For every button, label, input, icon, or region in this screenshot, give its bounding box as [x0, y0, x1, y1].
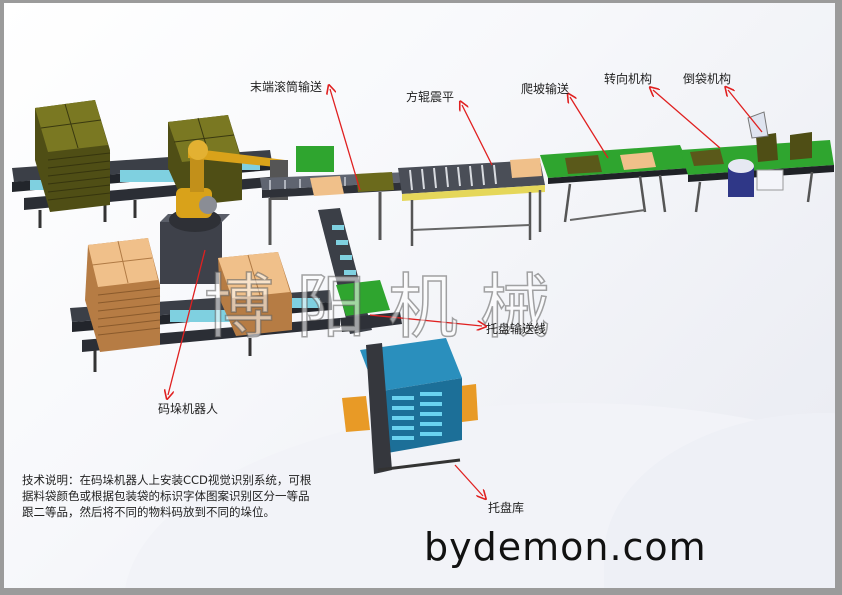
square-roller-flattener-figure — [398, 158, 545, 246]
label-square-roller-flattening: 方辊震平 — [406, 90, 455, 104]
label-incline-conveyor: 爬坡输送 — [521, 82, 570, 96]
company-watermark: 博阳机械 — [203, 265, 572, 349]
technical-note-line: 技术说明：在码垛机器人上安装CCD视觉识别系统，可根 — [22, 473, 312, 487]
palletizing-robot-figure — [160, 140, 288, 284]
incline-conveyor-figure — [540, 145, 690, 223]
arrow-turning-mechanism — [653, 90, 721, 149]
arrow-square-roller-flattening — [462, 105, 493, 166]
label-pallet-conveyor-line: 托盘输送线 — [486, 322, 547, 336]
end-roller-conveyor-figure — [260, 146, 410, 245]
olive-bag-stack-2 — [168, 115, 242, 206]
label-end-roller-conveyor: 末端滚筒输送 — [250, 80, 323, 94]
label-palletizing-robot: 码垛机器人 — [158, 402, 219, 416]
arrow-pallet-conveyor-line — [369, 314, 482, 326]
arrow-bag-tipping-mechanism — [728, 90, 763, 133]
arrow-end-roller-conveyor — [330, 89, 361, 191]
callout-arrows — [168, 89, 763, 496]
technical-note-line: 跟二等品，然后将不同的物料码放到不同的垛位。 — [22, 505, 275, 519]
olive-bag-stack-1 — [35, 100, 111, 212]
pallet-magazine-figure — [342, 338, 478, 474]
tan-bag-stack-2 — [218, 252, 292, 336]
arrow-pallet-magazine — [454, 464, 483, 496]
diagram-canvas: 博阳机械 末端滚筒输送 方辊震平 爬坡输送 转向机构 倒袋机构 码垛机器人 托盘… — [4, 3, 835, 588]
turning-and-tipping-figure — [680, 111, 834, 213]
tan-bag-stack-1 — [85, 238, 161, 352]
technical-note: 技术说明：在码垛机器人上安装CCD视觉识别系统，可根 据料袋颜色或根据包装袋的标… — [22, 472, 340, 520]
label-pallet-magazine: 托盘库 — [488, 501, 525, 515]
palletizing-line-illustration — [12, 3, 834, 588]
arrow-incline-conveyor — [570, 97, 609, 159]
website-url: bydemon.com — [424, 525, 707, 569]
arrow-palletizing-robot — [168, 249, 206, 395]
technical-note-line: 据料袋颜色或根据包装袋的标识字体图案识别区分一等品 — [22, 489, 310, 503]
label-bag-tipping-mechanism: 倒袋机构 — [683, 72, 732, 86]
label-turning-mechanism: 转向机构 — [604, 72, 653, 86]
